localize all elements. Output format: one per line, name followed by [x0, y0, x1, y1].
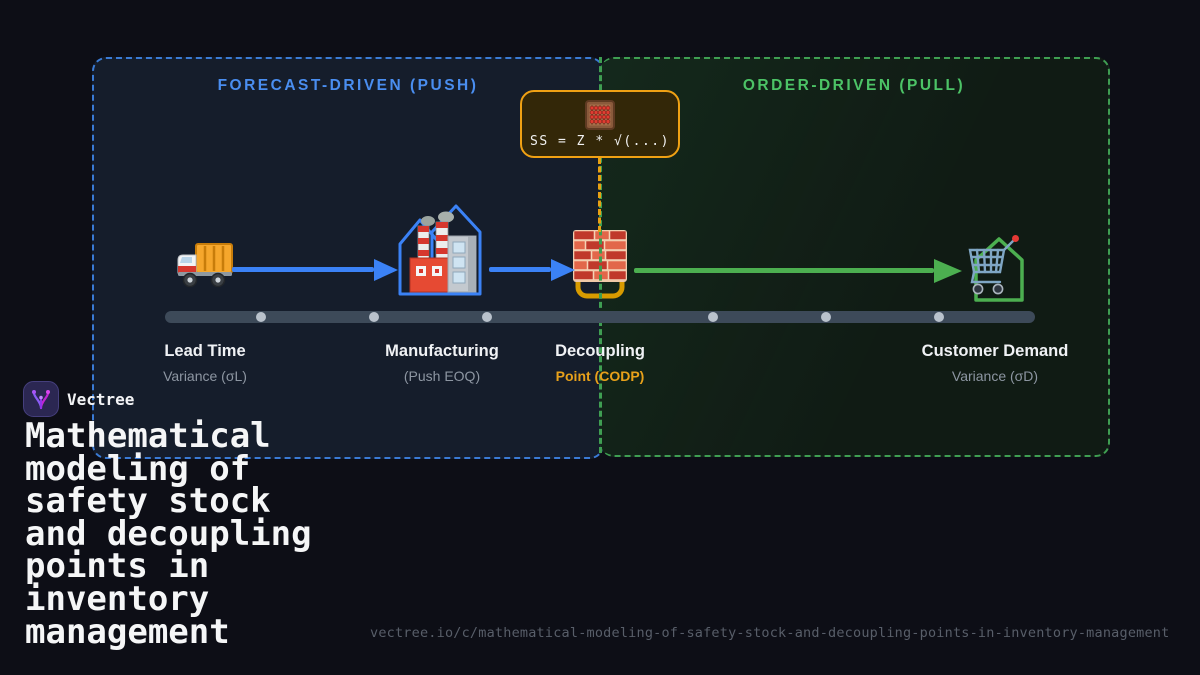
pull-zone: ORDER-DRIVEN (PULL): [600, 57, 1110, 457]
push-arrow-1-head: [374, 258, 398, 281]
stage-manufacturing: Manufacturing (Push EOQ): [385, 342, 499, 384]
shopping-cart-icon: [968, 235, 1024, 302]
timeline-dot: [821, 312, 831, 322]
pull-arrow-shaft: [634, 268, 934, 273]
push-arrow-2-shaft: [489, 267, 551, 272]
stage-decoupling: Decoupling Point (CODP): [555, 342, 645, 384]
timeline-dot: [369, 312, 379, 322]
stage-subtitle: (Push EOQ): [403, 368, 481, 384]
stage-subtitle: Point (CODP): [555, 368, 645, 384]
page-title: Mathematical modeling of safety stock an…: [25, 416, 312, 652]
timeline-dot: [934, 312, 944, 322]
footer-url: vectree.io/c/mathematical-modeling-of-sa…: [370, 625, 1170, 641]
stage-subtitle: Variance (σL): [163, 368, 247, 384]
brand-name: Vectree: [67, 389, 135, 409]
timeline-dot: [708, 312, 718, 322]
abacus-icon: [585, 100, 615, 130]
timeline-dot: [482, 312, 492, 322]
safety-stock-formula: SS = Z * √(...): [530, 134, 670, 149]
stage-title: Manufacturing: [385, 342, 499, 360]
brand-row: Vectree: [23, 381, 134, 417]
pull-zone-label: ORDER-DRIVEN (PULL): [742, 77, 966, 94]
push-zone: FORECAST-DRIVEN (PUSH): [92, 57, 604, 459]
push-zone-label: FORECAST-DRIVEN (PUSH): [217, 77, 479, 94]
truck-icon: [177, 243, 233, 288]
push-arrow-2-head: [551, 258, 575, 281]
decoupling-divider-line: [599, 57, 602, 453]
timeline-dot: [256, 312, 266, 322]
timeline-bar: [165, 311, 1035, 323]
vectree-logo-icon: [23, 381, 59, 417]
stage-customer-demand: Customer Demand Variance (σD): [922, 342, 1069, 384]
stage-title: Lead Time: [164, 342, 246, 360]
stage-title: Decoupling: [555, 342, 645, 360]
formula-connector-line: [598, 158, 601, 232]
push-arrow-1-shaft: [232, 267, 374, 272]
stage-subtitle: Variance (σD): [951, 368, 1039, 384]
safety-stock-formula-box: SS = Z * √(...): [520, 90, 680, 158]
stage-title: Customer Demand: [921, 342, 1069, 360]
stage-lead-time: Lead Time Variance (σL): [163, 342, 247, 384]
pull-arrow-head: [934, 258, 962, 283]
factory-icon: [398, 204, 482, 296]
